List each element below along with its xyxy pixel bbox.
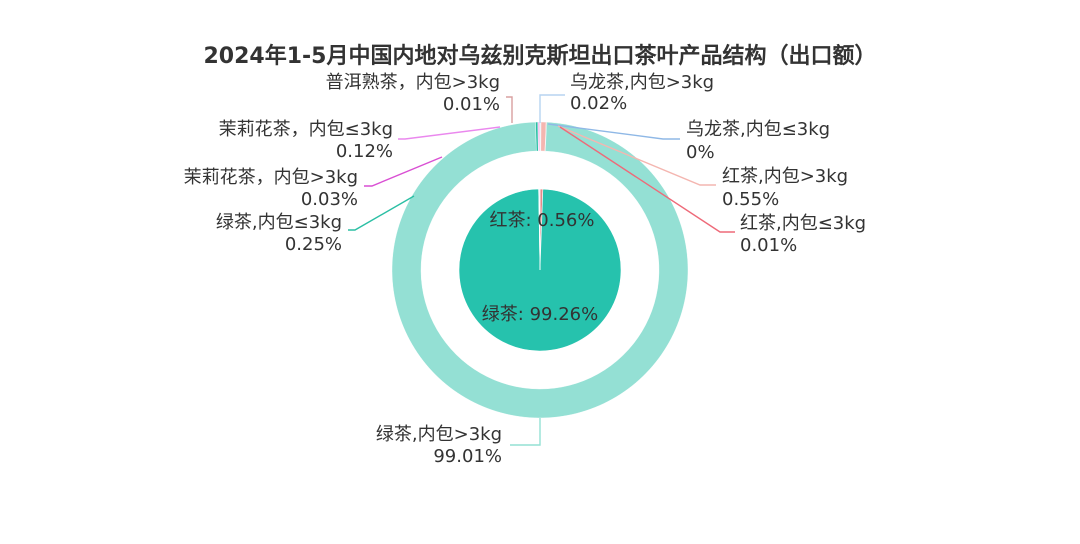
leader-line-4: [510, 418, 540, 445]
outer-label-name-0: 乌龙茶,内包>3kg: [570, 72, 714, 93]
outer-label-name-1: 乌龙茶,内包≤3kg: [686, 119, 830, 140]
outer-label-name-3: 红茶,内包≤3kg: [740, 213, 866, 234]
chart-title: 2024年1-5月中国内地对乌兹别克斯坦出口茶叶产品结构（出口额）: [204, 43, 877, 69]
outer-label-name-6: 茉莉花茶，内包>3kg: [184, 167, 358, 188]
outer-label-name-2: 红茶,内包>3kg: [722, 166, 848, 187]
inner-label-0: 红茶: 0.56%: [490, 210, 595, 231]
outer-label-value-2: 0.55%: [722, 189, 779, 210]
outer-label-value-6: 0.03%: [301, 189, 358, 210]
outer-label-name-8: 普洱熟茶，内包>3kg: [326, 72, 500, 93]
inner-label-1: 绿茶: 99.26%: [482, 304, 598, 325]
leader-line-8: [506, 97, 512, 123]
outer-slice-8[interactable]: [539, 122, 540, 151]
outer-label-name-5: 绿茶,内包≤3kg: [216, 212, 342, 233]
outer-label-name-7: 茉莉花茶，内包≤3kg: [219, 119, 393, 140]
outer-label-value-4: 99.01%: [433, 446, 502, 467]
outer-label-value-8: 0.01%: [443, 94, 500, 115]
outer-label-name-4: 绿茶,内包>3kg: [376, 424, 502, 445]
outer-label-value-1: 0%: [686, 142, 715, 163]
outer-label-value-3: 0.01%: [740, 235, 797, 256]
leader-line-0: [540, 95, 565, 123]
outer-label-value-0: 0.02%: [570, 93, 627, 114]
outer-label-value-7: 0.12%: [336, 141, 393, 162]
outer-label-value-5: 0.25%: [285, 234, 342, 255]
